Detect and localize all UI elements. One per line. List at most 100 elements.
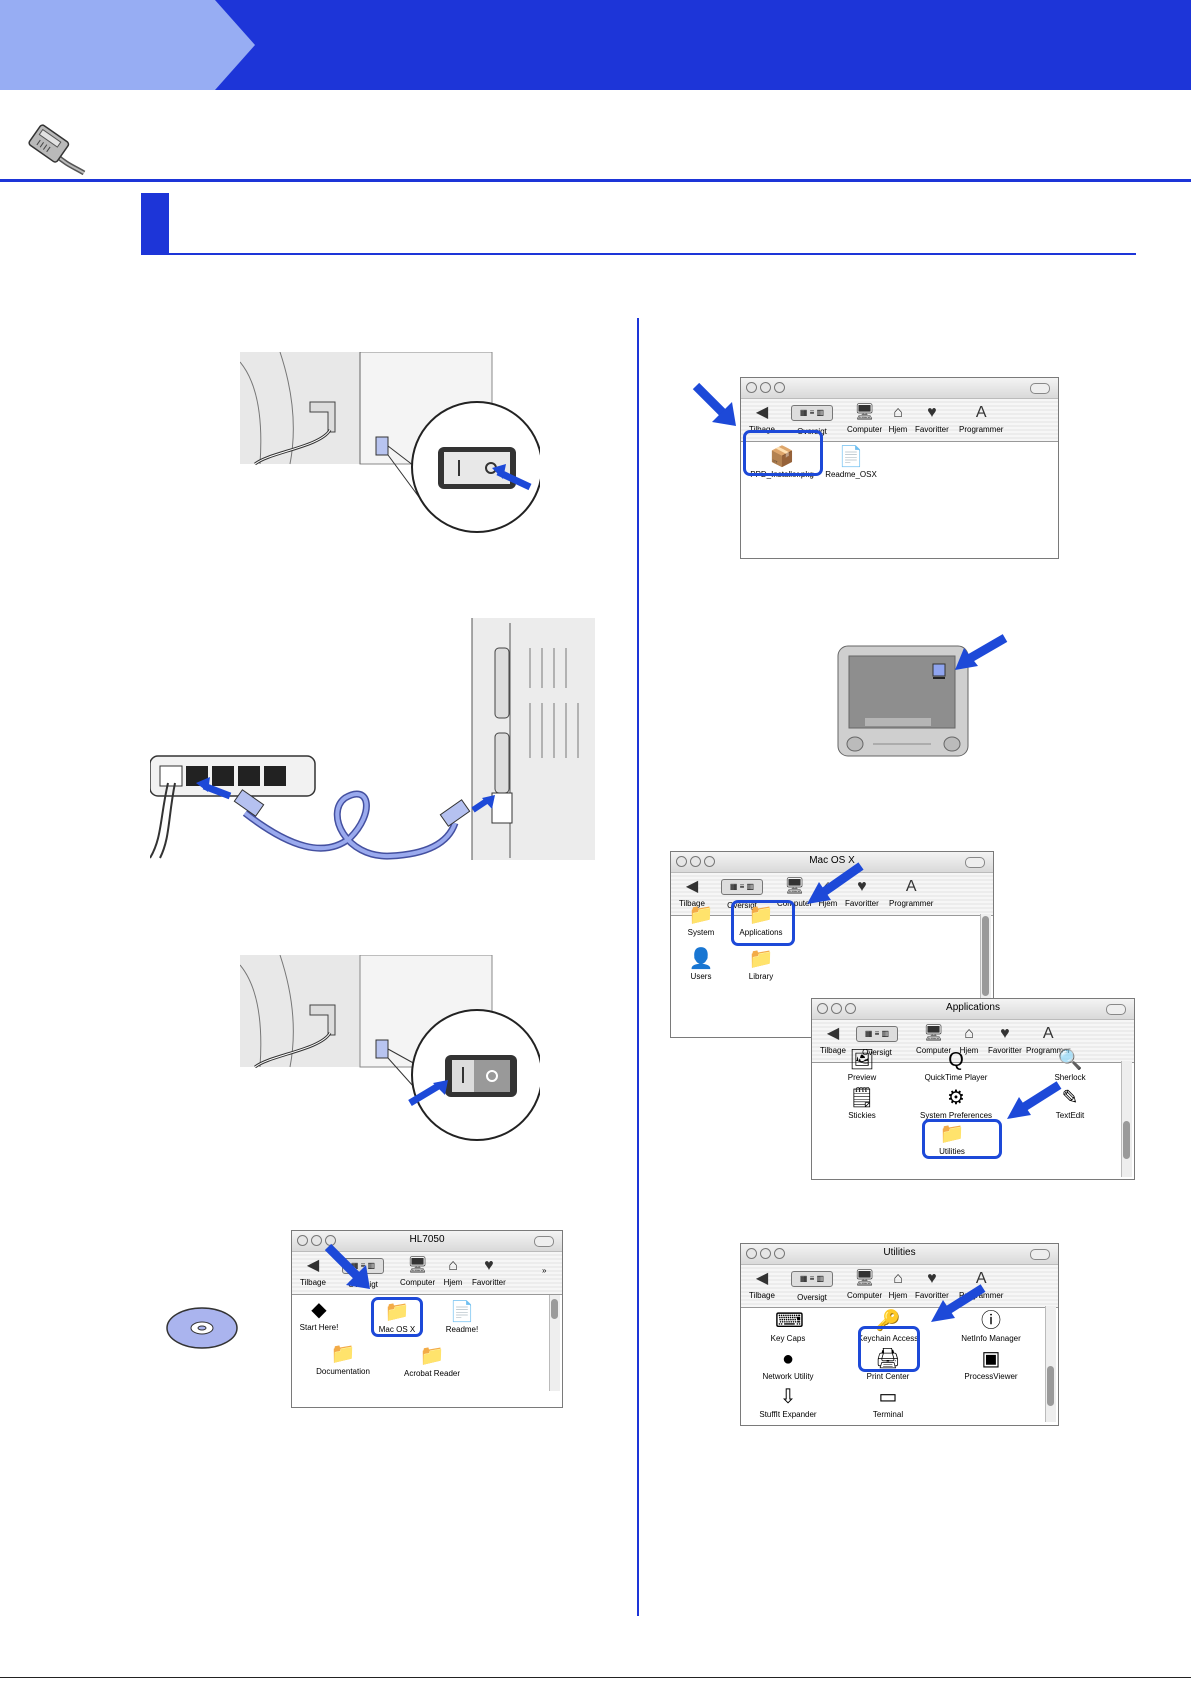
heart-icon: ♥ <box>484 1257 494 1274</box>
finder-item-stuffit-expander[interactable]: ⇩StuffIt Expander <box>759 1386 817 1419</box>
minimize-button[interactable] <box>760 382 771 393</box>
computer-button[interactable]: 🖥Computer <box>777 878 813 908</box>
back-button[interactable]: ◀Tilbage <box>749 1270 775 1300</box>
zoom-button[interactable] <box>774 382 785 393</box>
title-bar <box>741 378 1058 399</box>
back-button[interactable]: ◀Tilbage <box>820 1025 846 1055</box>
finder-item-stickies[interactable]: 🗒Stickies <box>848 1087 876 1120</box>
vertical-scrollbar[interactable] <box>1045 1306 1056 1422</box>
toolbar-toggle-button[interactable] <box>534 1236 554 1247</box>
close-button[interactable] <box>676 856 687 867</box>
favorites-button[interactable]: ♥Favoritter <box>915 404 949 434</box>
back-arrow-icon: ◀ <box>755 404 769 421</box>
finder-item-applications[interactable]: 📁Applications <box>739 904 783 937</box>
finder-item-documentation[interactable]: 📁Documentation <box>316 1343 370 1376</box>
view-mode-icon: ▦ ≡ ▥ <box>791 1271 833 1287</box>
finder-item-acrobat-reader[interactable]: 📁Acrobat Reader <box>403 1345 461 1378</box>
window-title: Mac OS X <box>809 855 855 866</box>
toolbar-toggle-button[interactable] <box>1106 1004 1126 1015</box>
computer-button[interactable]: 🖥Computer <box>916 1025 952 1055</box>
home-button[interactable]: ⌂Hjem <box>888 1270 908 1300</box>
computer-button[interactable]: 🖥Computer <box>400 1257 436 1287</box>
scroll-thumb[interactable] <box>1123 1121 1130 1159</box>
vertical-scrollbar[interactable] <box>549 1295 560 1391</box>
back-arrow-icon: ◀ <box>826 1025 840 1042</box>
home-button[interactable]: ⌂Hjem <box>888 404 908 434</box>
favorites-button[interactable]: ♥Favoritter <box>845 878 879 908</box>
header-step-tab <box>0 0 255 90</box>
vertical-scrollbar[interactable] <box>1121 1061 1132 1177</box>
start-here-icon: ◆ <box>311 1299 327 1321</box>
toolbar-toggle-button[interactable] <box>1030 383 1050 394</box>
favorites-button[interactable]: ♥Favoritter <box>988 1025 1022 1055</box>
finder-item-start-here[interactable]: ◆Start Here! <box>299 1299 339 1332</box>
view-button[interactable]: ▦ ≡ ▥Oversigt <box>791 1269 833 1302</box>
scroll-thumb[interactable] <box>1047 1366 1054 1406</box>
folder-icon: 📁 <box>384 1301 410 1323</box>
more-button[interactable]: » <box>542 1266 546 1275</box>
computer-button[interactable]: 🖥Computer <box>847 404 883 434</box>
home-button[interactable]: ⌂Hjem <box>959 1025 979 1055</box>
terminal-icon: ▭ <box>878 1386 898 1408</box>
finder-item-mac-os-x[interactable]: 📁Mac OS X <box>378 1301 416 1334</box>
finder-item-processviewer[interactable]: ▣ProcessViewer <box>964 1348 1018 1381</box>
close-button[interactable] <box>297 1235 308 1246</box>
scroll-thumb[interactable] <box>982 916 989 996</box>
back-button[interactable]: ◀Tilbage <box>679 878 705 908</box>
close-button[interactable] <box>746 1248 757 1259</box>
scroll-thumb[interactable] <box>551 1299 558 1319</box>
minimize-button[interactable] <box>760 1248 771 1259</box>
title-bar: Applications <box>812 999 1134 1020</box>
minimize-button[interactable] <box>311 1235 322 1246</box>
finder-item-print-center[interactable]: 🖨Print Center <box>866 1348 910 1381</box>
view-mode-icon: ▦ ≡ ▥ <box>721 879 763 895</box>
pointer-arrow-icon <box>324 1243 370 1289</box>
netinfo-icon: ⓘ <box>981 1310 1001 1332</box>
finder-item-preview[interactable]: 🖼Preview <box>847 1049 877 1082</box>
finder-item-system-preferences[interactable]: ⚙System Preferences <box>919 1087 993 1120</box>
finder-item-utilities[interactable]: 📁Utilities <box>939 1123 965 1156</box>
computer-icon: 🖥 <box>784 878 805 895</box>
toolbar-toggle-button[interactable] <box>965 857 985 868</box>
finder-item-sherlock[interactable]: 🔍Sherlock <box>1054 1049 1086 1082</box>
zoom-button[interactable] <box>704 856 715 867</box>
finder-item-textedit[interactable]: ✎TextEdit <box>1055 1087 1085 1120</box>
finder-item-key-caps[interactable]: ⌨Key Caps <box>770 1310 806 1343</box>
zoom-button[interactable] <box>845 1003 856 1014</box>
finder-item-users[interactable]: 👤Users <box>688 948 714 981</box>
view-button[interactable]: ▦ ≡ ▥Oversigt <box>856 1024 898 1057</box>
home-icon: ⌂ <box>964 1025 974 1042</box>
close-button[interactable] <box>817 1003 828 1014</box>
view-mode-icon: ▦ ≡ ▥ <box>856 1026 898 1042</box>
pointer-arrow-icon <box>931 1284 986 1322</box>
favorites-button[interactable]: ♥Favoritter <box>472 1257 506 1287</box>
back-button[interactable]: ◀Tilbage <box>749 404 775 434</box>
computer-button[interactable]: 🖥Computer <box>847 1270 883 1300</box>
zoom-button[interactable] <box>774 1248 785 1259</box>
vertical-scrollbar[interactable] <box>980 914 991 1034</box>
close-button[interactable] <box>746 382 757 393</box>
back-button[interactable]: ◀Tilbage <box>300 1257 326 1287</box>
view-button[interactable]: ▦ ≡ ▥Oversigt <box>721 877 763 910</box>
heart-icon: ♥ <box>927 1270 937 1287</box>
finder-item-terminal[interactable]: ▭Terminal <box>872 1386 904 1419</box>
toolbar-toggle-button[interactable] <box>1030 1249 1050 1260</box>
finder-item-system[interactable]: 📁System <box>687 904 715 937</box>
finder-item-network-utility[interactable]: ●Network Utility <box>762 1348 814 1381</box>
minimize-button[interactable] <box>690 856 701 867</box>
finder-toolbar: ◀Tilbage ▦ ≡ ▥Oversigt 🖥Computer ⌂Hjem ♥… <box>741 1265 1058 1308</box>
finder-toolbar: ◀Tilbage ▦ ≡ ▥Oversigt 🖥Computer ⌂Hjem ♥… <box>812 1020 1134 1063</box>
finder-item-library[interactable]: 📁Library <box>748 948 774 981</box>
finder-item-readme-osx[interactable]: 📄Readme_OSX <box>825 446 877 479</box>
finder-item-readme[interactable]: 📄Readme! <box>445 1301 479 1334</box>
favorites-button[interactable]: ♥Favoritter <box>915 1270 949 1300</box>
minimize-button[interactable] <box>831 1003 842 1014</box>
network-utility-icon: ● <box>781 1348 795 1370</box>
home-button[interactable]: ⌂Hjem <box>443 1257 463 1287</box>
